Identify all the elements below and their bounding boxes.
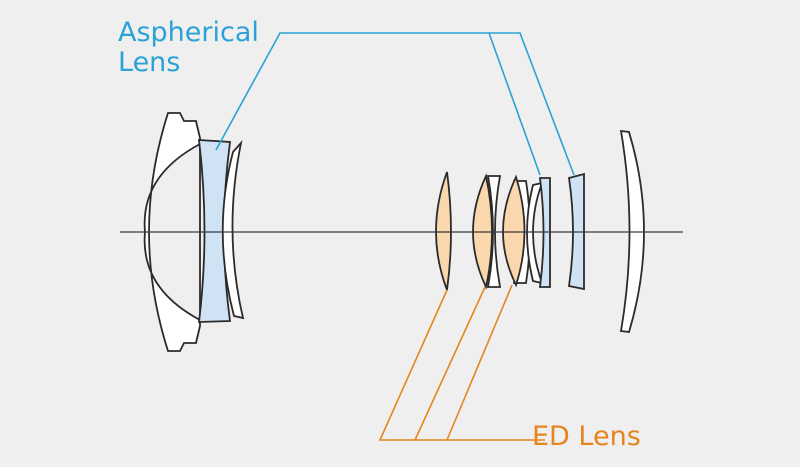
rear-plain-element-3 [526, 181, 544, 285]
aspherical-leader-lines [215, 32, 575, 176]
aspherical-label-line-2: Lens [118, 47, 181, 78]
aspherical-label-line-1: Aspherical [118, 17, 259, 48]
aspherical-lens-label: Aspherical Lens [118, 18, 259, 78]
ed-lens-label: ED Lens [532, 421, 641, 452]
ed-element-1 [435, 171, 452, 291]
ed-leader-lines [378, 284, 545, 441]
front-thin-element [221, 139, 245, 320]
ed-element-3 [502, 174, 526, 288]
